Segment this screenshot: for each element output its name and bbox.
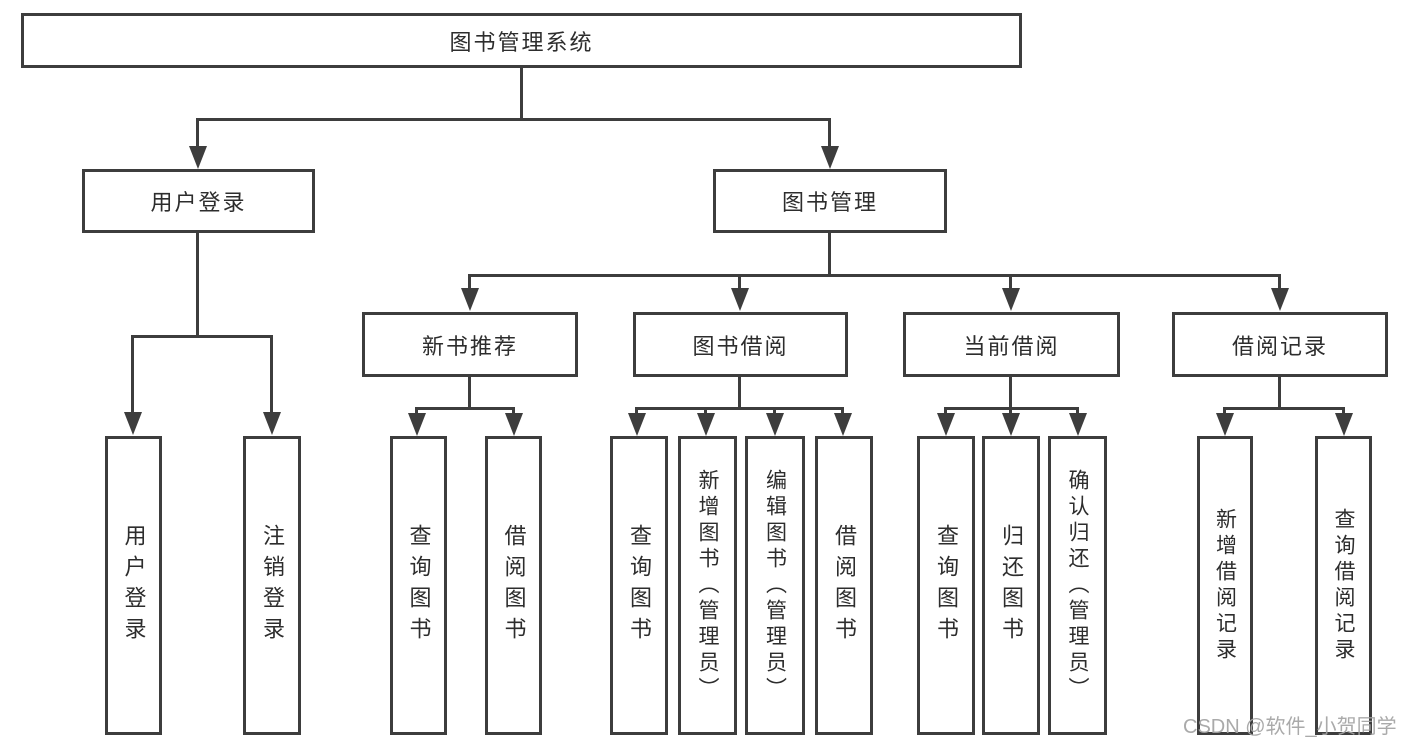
node-label: 图书借阅: [692, 333, 789, 359]
leaf-return-books: 归还图书: [982, 436, 1040, 735]
connector-current-borrowing-stem: [1009, 377, 1012, 407]
node-label: 查询图书: [627, 523, 652, 648]
arrow-down-icon: [1002, 288, 1020, 311]
connector-drop-leaf-user-login: [131, 335, 134, 413]
leaf-logout: 注销登录: [243, 436, 301, 735]
node-new-book-recommendation: 新书推荐: [362, 312, 578, 377]
leaf-query-borrow-record: 查询借阅记录: [1315, 436, 1372, 735]
connector-drop-borrowing-records: [1278, 274, 1281, 290]
connector-drop: [635, 407, 638, 415]
arrow-down-icon: [1002, 413, 1020, 436]
node-label: 查询图书: [406, 523, 432, 648]
arrow-down-icon: [937, 413, 955, 436]
arrow-down-icon: [1335, 413, 1353, 436]
connector-drop: [704, 407, 707, 415]
connector-user-login-bar: [132, 335, 273, 338]
leaf-query-books-borrowing: 查询图书: [610, 436, 668, 735]
connector-drop: [1342, 407, 1345, 415]
leaf-add-borrow-record: 新增借阅记录: [1197, 436, 1253, 735]
node-label: 当前借阅: [963, 333, 1060, 359]
node-current-borrowing: 当前借阅: [903, 312, 1120, 377]
arrow-down-icon: [263, 412, 281, 435]
leaf-query-books-recommend: 查询图书: [390, 436, 447, 735]
arrow-down-icon: [697, 413, 715, 436]
arrow-down-icon: [766, 413, 784, 436]
node-label: 借阅记录: [1231, 333, 1328, 359]
arrow-down-icon: [124, 412, 142, 435]
arrow-down-icon: [731, 288, 749, 311]
connector-new-book-bar: [415, 407, 515, 410]
arrow-down-icon: [628, 413, 646, 436]
node-label: 查询借阅记录: [1332, 507, 1355, 664]
node-label: 查询图书: [934, 523, 959, 648]
leaf-add-books-admin: 新增图书（管理员）: [678, 436, 737, 735]
connector-drop: [841, 407, 844, 415]
node-label: 图书管理: [781, 190, 878, 215]
connector-root-stem: [520, 68, 523, 118]
arrow-down-icon: [1271, 288, 1289, 311]
leaf-query-books-current: 查询图书: [917, 436, 975, 735]
node-library-management-system: 图书管理系统: [21, 13, 1022, 68]
connector-drop: [773, 407, 776, 415]
node-label: 用户登录: [150, 190, 247, 215]
arrow-down-icon: [461, 288, 479, 311]
node-label: 注销登录: [260, 523, 285, 648]
connector-user-login-stem: [196, 233, 199, 335]
arrow-down-icon: [189, 146, 207, 169]
connector-borrowing-records-stem: [1278, 377, 1281, 407]
connector-drop: [512, 407, 515, 415]
node-label: 用户登录: [121, 523, 147, 648]
leaf-borrow-books-recommend: 借阅图书: [485, 436, 542, 735]
arrow-down-icon: [408, 413, 426, 436]
connector-root-bar: [197, 118, 831, 121]
node-user-login: 用户登录: [82, 169, 315, 233]
leaf-borrow-books-borrowing: 借阅图书: [815, 436, 873, 735]
csdn-watermark: CSDN @软件_小贺同学: [1183, 716, 1397, 738]
node-label: 编辑图书（管理员）: [763, 468, 787, 703]
node-book-management: 图书管理: [713, 169, 947, 233]
node-label: 归还图书: [999, 523, 1024, 648]
node-label: 借阅图书: [832, 523, 857, 648]
node-borrowing-records: 借阅记录: [1172, 312, 1388, 377]
node-label: 图书管理系统: [449, 29, 594, 55]
connector-drop-book-borrowing: [738, 274, 741, 290]
node-label: 新书推荐: [421, 333, 518, 359]
connector-drop: [415, 407, 418, 415]
connector-book-management-stem: [828, 233, 831, 274]
arrow-down-icon: [821, 146, 839, 169]
connector-book-borrowing-stem: [738, 377, 741, 407]
connector-drop-current-borrowing: [1009, 274, 1012, 290]
connector-drop-new-book: [468, 274, 471, 290]
leaf-user-login: 用户登录: [105, 436, 162, 735]
arrow-down-icon: [1069, 413, 1087, 436]
connector-borrowing-records-bar: [1223, 407, 1345, 410]
connector-book-borrowing-bar: [635, 407, 844, 410]
node-book-borrowing: 图书借阅: [633, 312, 848, 377]
node-label: 新增借阅记录: [1213, 507, 1237, 664]
leaf-edit-books-admin: 编辑图书（管理员）: [745, 436, 805, 735]
connector-drop: [1009, 407, 1012, 415]
connector-drop-leaf-logout: [270, 335, 273, 413]
node-label: 确认归还（管理员）: [1066, 468, 1089, 703]
connector-book-management-bar: [468, 274, 1281, 277]
connector-drop-book-management: [828, 118, 831, 150]
node-label: 新增图书（管理员）: [696, 468, 719, 703]
leaf-confirm-return-admin: 确认归还（管理员）: [1048, 436, 1107, 735]
arrow-down-icon: [834, 413, 852, 436]
connector-drop: [944, 407, 947, 415]
arrow-down-icon: [505, 413, 523, 436]
connector-drop: [1076, 407, 1079, 415]
arrow-down-icon: [1216, 413, 1234, 436]
connector-new-book-stem: [468, 377, 471, 407]
node-label: 借阅图书: [501, 523, 527, 648]
connector-drop-user-login: [196, 118, 199, 150]
connector-drop: [1223, 407, 1226, 415]
